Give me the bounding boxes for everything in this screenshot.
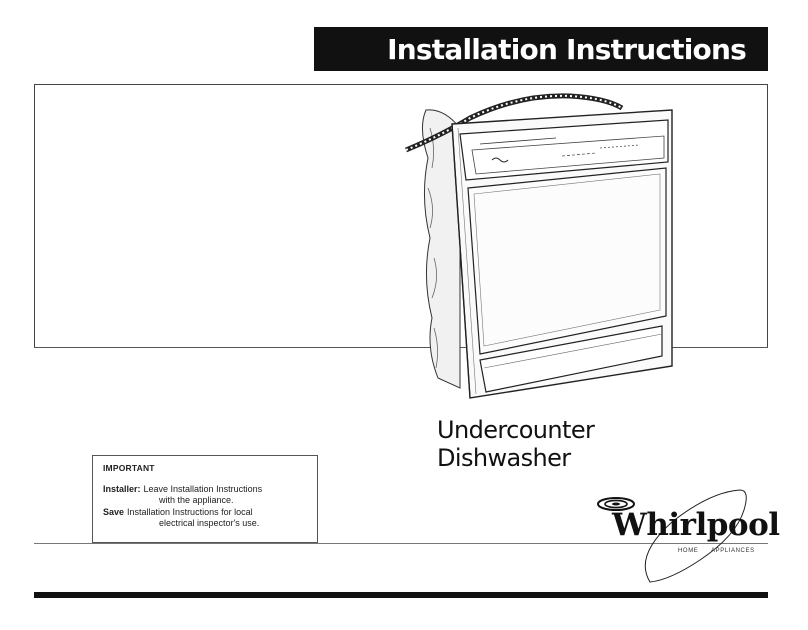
notice-save-row: Save Installation Instructions for local: [103, 507, 307, 519]
notice-save-label: Save: [103, 506, 125, 517]
frame-right-rule: [767, 84, 768, 348]
notice-save-continued: electrical inspector's use.: [159, 518, 260, 528]
page-title-bar: Installation Instructions: [314, 27, 768, 71]
swirl-icon: [597, 497, 635, 511]
frame-middle-rule: [34, 347, 768, 348]
brand-sub-home: HOME: [678, 548, 699, 554]
control-panel: [459, 119, 669, 181]
important-notice-box: IMPORTANT Installer: Leave Installation …: [92, 455, 318, 543]
dishwasher-door: [467, 167, 667, 355]
product-title-line2: Dishwasher: [437, 444, 571, 472]
frame-lower-rule: [34, 543, 768, 544]
bottom-rule: [34, 592, 768, 598]
product-title-line1: Undercounter: [437, 416, 595, 444]
frame-top-rule: [34, 84, 768, 85]
notice-heading: IMPORTANT: [103, 463, 155, 473]
whirlpool-logo-mark: [597, 489, 747, 583]
dishwasher-illustration: [405, 93, 673, 399]
notice-installer-text: Leave Installation Instructions: [143, 483, 263, 494]
page-title: Installation Instructions: [387, 32, 747, 66]
notice-installer-label: Installer:: [103, 483, 141, 494]
brand-sub-appliances: APPLIANCES: [711, 548, 755, 554]
notice-installer-continued: with the appliance.: [159, 495, 234, 505]
product-title: Undercounter Dishwasher: [437, 416, 595, 472]
brand-wordmark: Whirlpool: [612, 507, 780, 543]
logo-oval-outline: [644, 489, 747, 583]
frame-left-rule: [34, 84, 35, 348]
notice-installer-row: Installer: Leave Installation Instructio…: [103, 484, 307, 496]
notice-save-text: Installation Instructions for local: [127, 506, 253, 517]
